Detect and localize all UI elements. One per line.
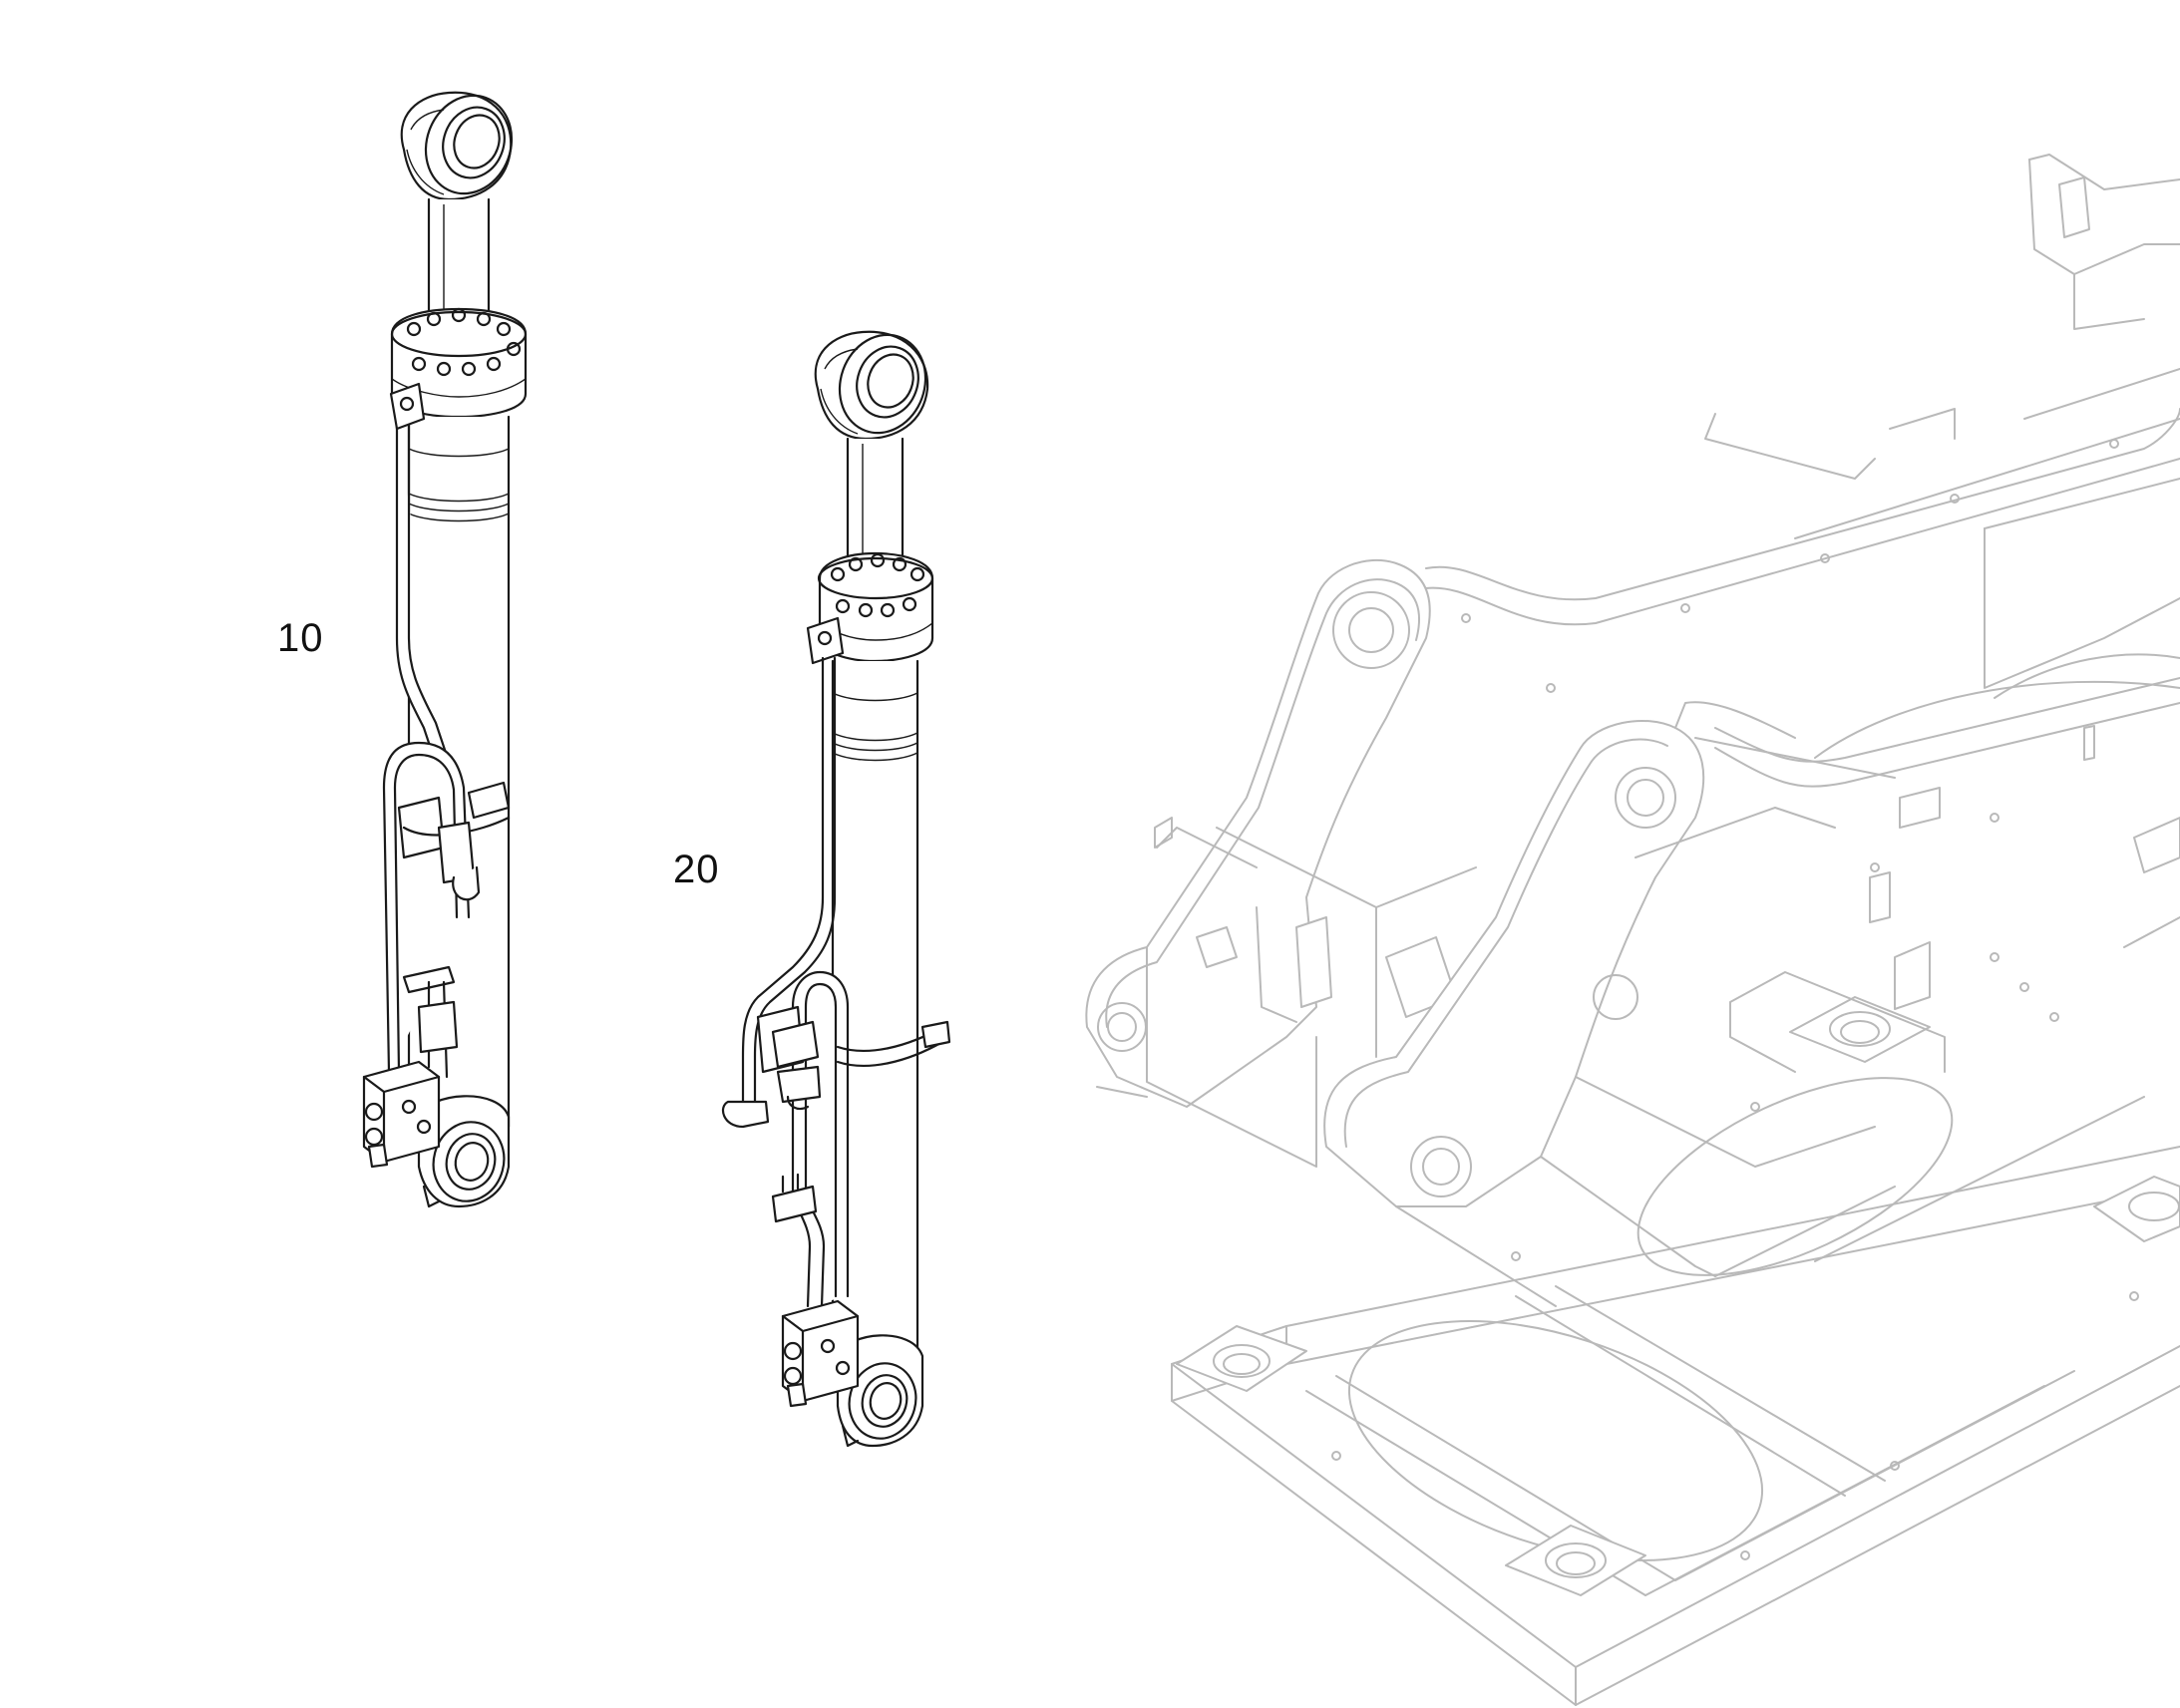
callout-label-10: 10 bbox=[277, 616, 324, 660]
hydraulic-cylinder-10 bbox=[362, 91, 528, 1208]
cylinder-20-base-eye bbox=[836, 1334, 924, 1448]
cylinder-20-mid-clamp bbox=[721, 1005, 951, 1129]
corner-pad-left bbox=[1176, 1325, 1307, 1392]
callout-label-20: 20 bbox=[673, 848, 720, 891]
corner-pad-right bbox=[2093, 1176, 2180, 1242]
corner-pad-bottom bbox=[1505, 1525, 1646, 1596]
cylinder-10-mid-clamp bbox=[397, 781, 511, 901]
cylinder-20-rod-eye bbox=[814, 330, 929, 441]
cylinder-10-head-flange bbox=[390, 307, 528, 419]
cylinder-20-head-flange bbox=[817, 551, 934, 663]
cylinder-20-valve-block bbox=[781, 1299, 860, 1448]
undercarriage-frame-context bbox=[1085, 154, 2180, 1706]
cylinder-10-valve-block bbox=[362, 1060, 441, 1208]
corner-pad-center bbox=[1729, 971, 1946, 1073]
boom-mount-right bbox=[1323, 720, 1705, 1207]
frame-bolt-marks bbox=[1331, 439, 2139, 1560]
hydraulic-cylinder-20 bbox=[721, 330, 951, 1448]
cylinder-10-rod-eye bbox=[400, 91, 514, 201]
cylinder-10-base-eye bbox=[417, 1095, 511, 1208]
boom-mount-left bbox=[1085, 558, 1431, 1108]
